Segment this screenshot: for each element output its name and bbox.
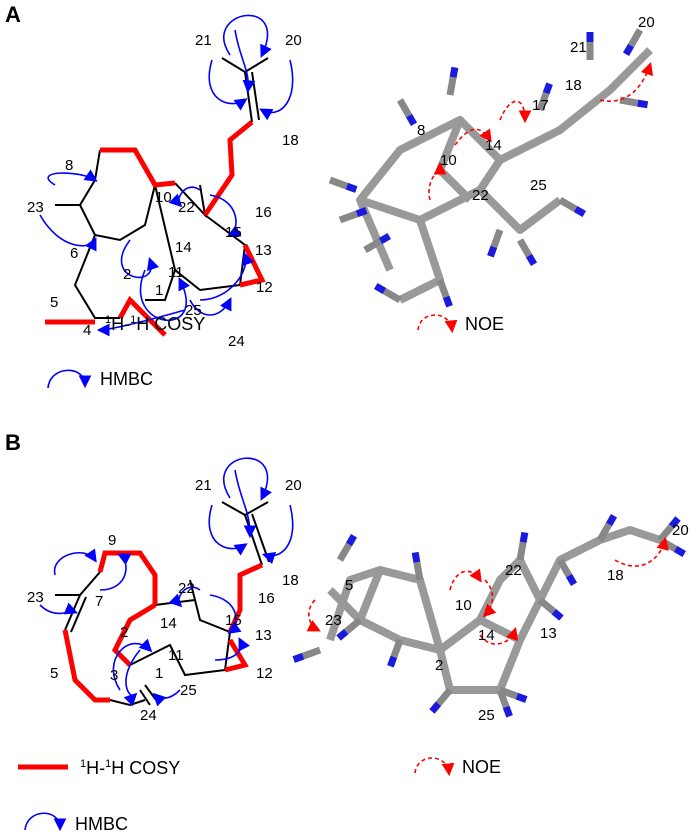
atom-label: 21 xyxy=(570,39,587,56)
atom-label: 22 xyxy=(472,187,489,204)
atom-label: 5 xyxy=(50,665,58,682)
panel-label-b: B xyxy=(5,430,21,455)
atom-label: 21 xyxy=(195,477,212,494)
atom-label: 11 xyxy=(168,647,184,664)
noe-legend-label: NOE xyxy=(465,314,504,334)
atom-label: 25 xyxy=(530,177,547,194)
atom-label: 9 xyxy=(108,532,116,549)
structure-a xyxy=(39,14,294,337)
atom-label: 23 xyxy=(325,612,342,629)
atom-label: 25 xyxy=(180,682,197,699)
atom-label: 13 xyxy=(255,627,272,644)
atom-label: 22 xyxy=(505,562,522,579)
model-b: 20 18 22 5 10 23 14 13 2 25 xyxy=(294,516,689,724)
atom-label: 25 xyxy=(478,707,495,724)
atom-label: 18 xyxy=(565,77,582,94)
atom-label: 16 xyxy=(255,204,272,221)
atom-label: 10 xyxy=(455,597,472,614)
atom-label: 12 xyxy=(256,279,273,296)
atom-label: 17 xyxy=(532,97,549,114)
hmbc-legend-label: HMBC xyxy=(100,369,153,389)
atom-label: 20 xyxy=(638,14,655,31)
atom-label: 5 xyxy=(345,577,353,594)
atom-label: 14 xyxy=(175,239,192,256)
atom-label: 1 xyxy=(155,282,163,299)
atom-label: 18 xyxy=(282,572,299,589)
atom-label: 10 xyxy=(440,152,457,169)
atom-label: 3 xyxy=(110,667,118,684)
atom-label: 16 xyxy=(258,590,275,607)
hmbc-legend-arrow-icon xyxy=(47,369,92,389)
hmbc-legend-arrow-icon xyxy=(24,812,67,832)
atom-label: 12 xyxy=(256,665,273,682)
structure-b xyxy=(39,457,294,707)
atom-label: 6 xyxy=(70,245,78,262)
atom-label: 23 xyxy=(27,589,44,606)
atom-label: 15 xyxy=(225,612,242,629)
noe-legend-arrow-icon xyxy=(414,757,455,777)
atom-label: 22 xyxy=(178,199,195,216)
panel-label-a: A xyxy=(5,2,21,27)
structure-b-atom-labels: 21 20 18 22 9 16 23 7 15 13 14 2 11 1 5 … xyxy=(27,477,302,724)
atom-label: 14 xyxy=(485,137,502,154)
atom-label: 20 xyxy=(285,477,302,494)
atom-label: 2 xyxy=(123,266,131,283)
atom-label: 14 xyxy=(478,627,495,644)
noe-legend-label: NOE xyxy=(462,757,501,777)
noe-legend-arrow-icon xyxy=(417,314,458,334)
atom-label: 15 xyxy=(225,224,242,241)
atom-label: 13 xyxy=(540,625,557,642)
atom-label: 13 xyxy=(255,242,272,259)
atom-label: 8 xyxy=(417,122,425,139)
atom-label: 20 xyxy=(672,522,689,539)
structure-a-atom-labels: 21 20 18 22 16 8 23 10 15 14 13 6 2 11 1… xyxy=(27,32,302,350)
atom-label: 24 xyxy=(140,707,157,724)
atom-label: 7 xyxy=(95,593,103,610)
cosy-legend-label: 1H-1H COSY xyxy=(80,758,180,778)
atom-label: 2 xyxy=(120,624,128,641)
atom-label: 14 xyxy=(160,615,177,632)
model-a: 20 21 18 8 17 10 14 22 25 xyxy=(330,14,655,306)
atom-label: 1 xyxy=(155,665,163,682)
atom-label: 23 xyxy=(27,199,44,216)
atom-label: 18 xyxy=(282,132,299,149)
atom-label: 10 xyxy=(155,189,172,206)
atom-label: 24 xyxy=(228,333,245,350)
atom-label: 5 xyxy=(50,294,58,311)
atom-label: 20 xyxy=(285,32,302,49)
atom-label: 25 xyxy=(185,302,202,319)
atom-label: 4 xyxy=(83,322,91,339)
hmbc-legend-label: HMBC xyxy=(75,814,128,833)
atom-label: 2 xyxy=(435,657,443,674)
atom-label: 18 xyxy=(607,567,624,584)
legend-b: 1H-1H COSY HMBC NOE xyxy=(18,757,501,834)
atom-label: 11 xyxy=(168,264,184,281)
legend-a: 1H-1H COSY HMBC NOE xyxy=(45,314,504,389)
atom-label: 8 xyxy=(65,157,73,174)
atom-label: 22 xyxy=(178,580,195,597)
cosy-legend-label: 1H-1H COSY xyxy=(105,314,205,334)
atom-label: 21 xyxy=(195,32,212,49)
